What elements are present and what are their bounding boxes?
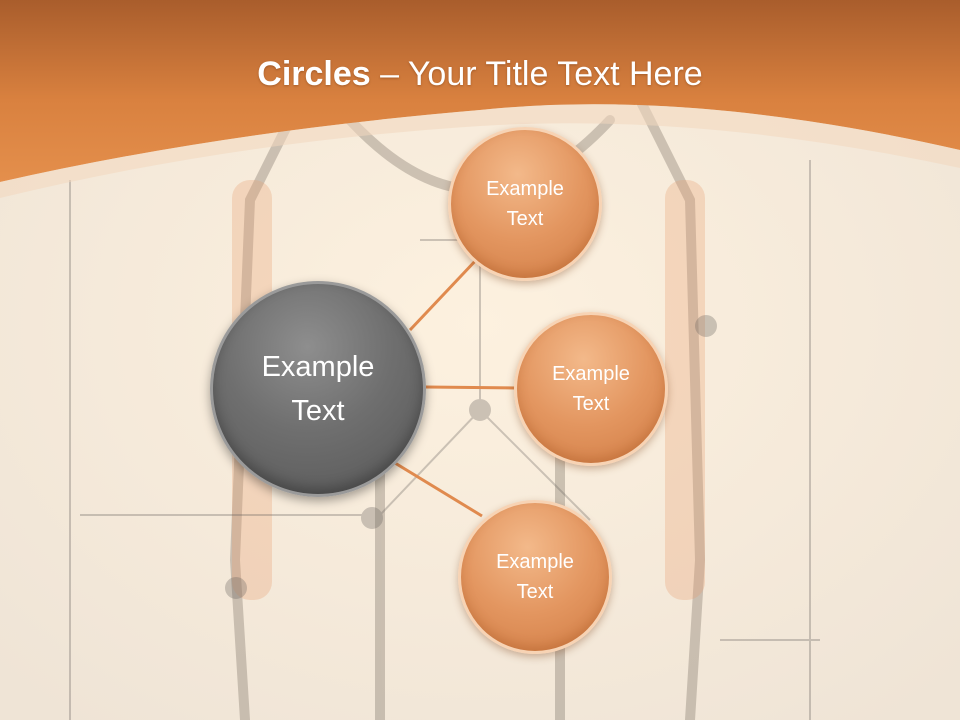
satellite-circle-1[interactable]: Example Text <box>448 127 602 281</box>
connector-line-2 <box>425 385 517 390</box>
satellite-circle-2[interactable]: Example Text <box>514 312 668 466</box>
satellite-circle-1-label: Example Text <box>486 178 564 230</box>
title-bold: Circles <box>257 55 371 93</box>
main-circle[interactable]: Example Text <box>210 281 426 497</box>
satellite-circle-3[interactable]: Example Text <box>458 500 612 654</box>
title-rest: – Your Title Text Here <box>370 55 703 93</box>
slide-title: Circles – Your Title Text Here <box>0 52 960 96</box>
satellite-circle-2-label: Example Text <box>552 363 630 415</box>
main-circle-label: Example Text <box>261 351 375 427</box>
satellite-circle-3-label: Example Text <box>496 551 574 603</box>
connector-line-1 <box>408 256 480 332</box>
connector-line-3 <box>394 461 483 518</box>
